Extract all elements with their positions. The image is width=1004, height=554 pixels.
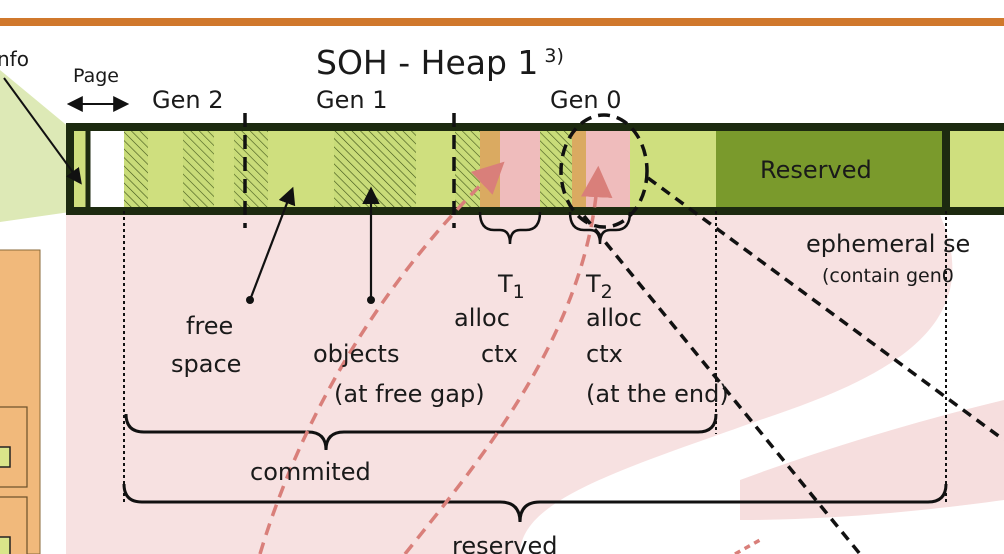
object-block xyxy=(334,131,416,207)
reserved-block-label: Reserved xyxy=(760,156,872,184)
t1-alloc-label: alloc xyxy=(454,304,510,332)
object-block xyxy=(234,131,268,207)
gen0-label: Gen 0 xyxy=(550,86,621,114)
t1-note: (at free gap) xyxy=(334,380,485,408)
object-block xyxy=(183,131,214,207)
free-space-arrow xyxy=(248,186,296,301)
free-space-dot xyxy=(246,296,254,304)
left-panel-marker xyxy=(0,446,11,468)
background-green-wedge xyxy=(0,70,70,222)
object-block xyxy=(540,131,572,207)
top-rule xyxy=(0,18,1004,26)
page-white-area xyxy=(88,131,124,207)
t2-letter: T xyxy=(585,270,601,298)
reserved-label: reserved xyxy=(452,532,557,554)
t2-alloc-label: alloc xyxy=(586,304,642,332)
ephemeral-label: ephemeral se xyxy=(806,230,970,258)
ephemeral-note: (contain gen0 xyxy=(822,265,954,287)
objects-dot xyxy=(367,296,375,304)
object-block xyxy=(455,131,480,207)
info-pointer-arrow xyxy=(3,77,82,185)
pink-dashed-arrow-t2 xyxy=(403,165,613,554)
left-panel-marker xyxy=(0,536,11,554)
t1-label: T1 xyxy=(497,270,525,303)
info-label: nfo xyxy=(0,47,29,71)
t2-label: T2 xyxy=(585,270,613,303)
background-pink-band xyxy=(740,400,1004,520)
t2-note: (at the end) xyxy=(586,380,729,408)
t2-alloc-hatch xyxy=(572,131,586,207)
t1-alloc-context xyxy=(500,131,540,207)
t2-zoom-line xyxy=(646,176,1004,442)
segment-tail xyxy=(946,131,1004,207)
free-space-label-1: free xyxy=(186,312,233,340)
diagram-title: SOH - Heap 1 3) xyxy=(316,43,564,82)
gen2-label: Gen 2 xyxy=(152,86,223,114)
t1-ctx-label: ctx xyxy=(481,340,518,368)
title-superscript: 3) xyxy=(544,45,564,67)
commited-label: commited xyxy=(250,458,371,486)
t1-alloc-hatch xyxy=(480,131,500,207)
reserved-block xyxy=(716,131,946,207)
t1-subscript: 1 xyxy=(513,281,525,303)
reserved-brace xyxy=(122,483,948,523)
t2-brace xyxy=(568,211,632,245)
commited-brace xyxy=(124,413,718,451)
pink-dashed-stub xyxy=(734,538,761,554)
t2-alloc-context xyxy=(586,131,630,207)
t2-ctx-label: ctx xyxy=(586,340,623,368)
t1-brace xyxy=(478,211,542,245)
t1-letter: T xyxy=(497,270,513,298)
gen1-label: Gen 1 xyxy=(316,86,387,114)
t2-zoom-line xyxy=(582,214,862,554)
pink-dashed-arrow-t1 xyxy=(258,161,505,554)
background-pink-region xyxy=(66,215,953,554)
t2-highlight-circle xyxy=(559,113,649,229)
page-label: Page xyxy=(73,65,119,87)
object-block xyxy=(124,131,148,207)
t2-subscript: 2 xyxy=(601,281,613,303)
objects-label: objects xyxy=(313,340,399,368)
free-space-label-2: space xyxy=(171,350,241,378)
title-text: SOH - Heap 1 xyxy=(316,43,538,82)
